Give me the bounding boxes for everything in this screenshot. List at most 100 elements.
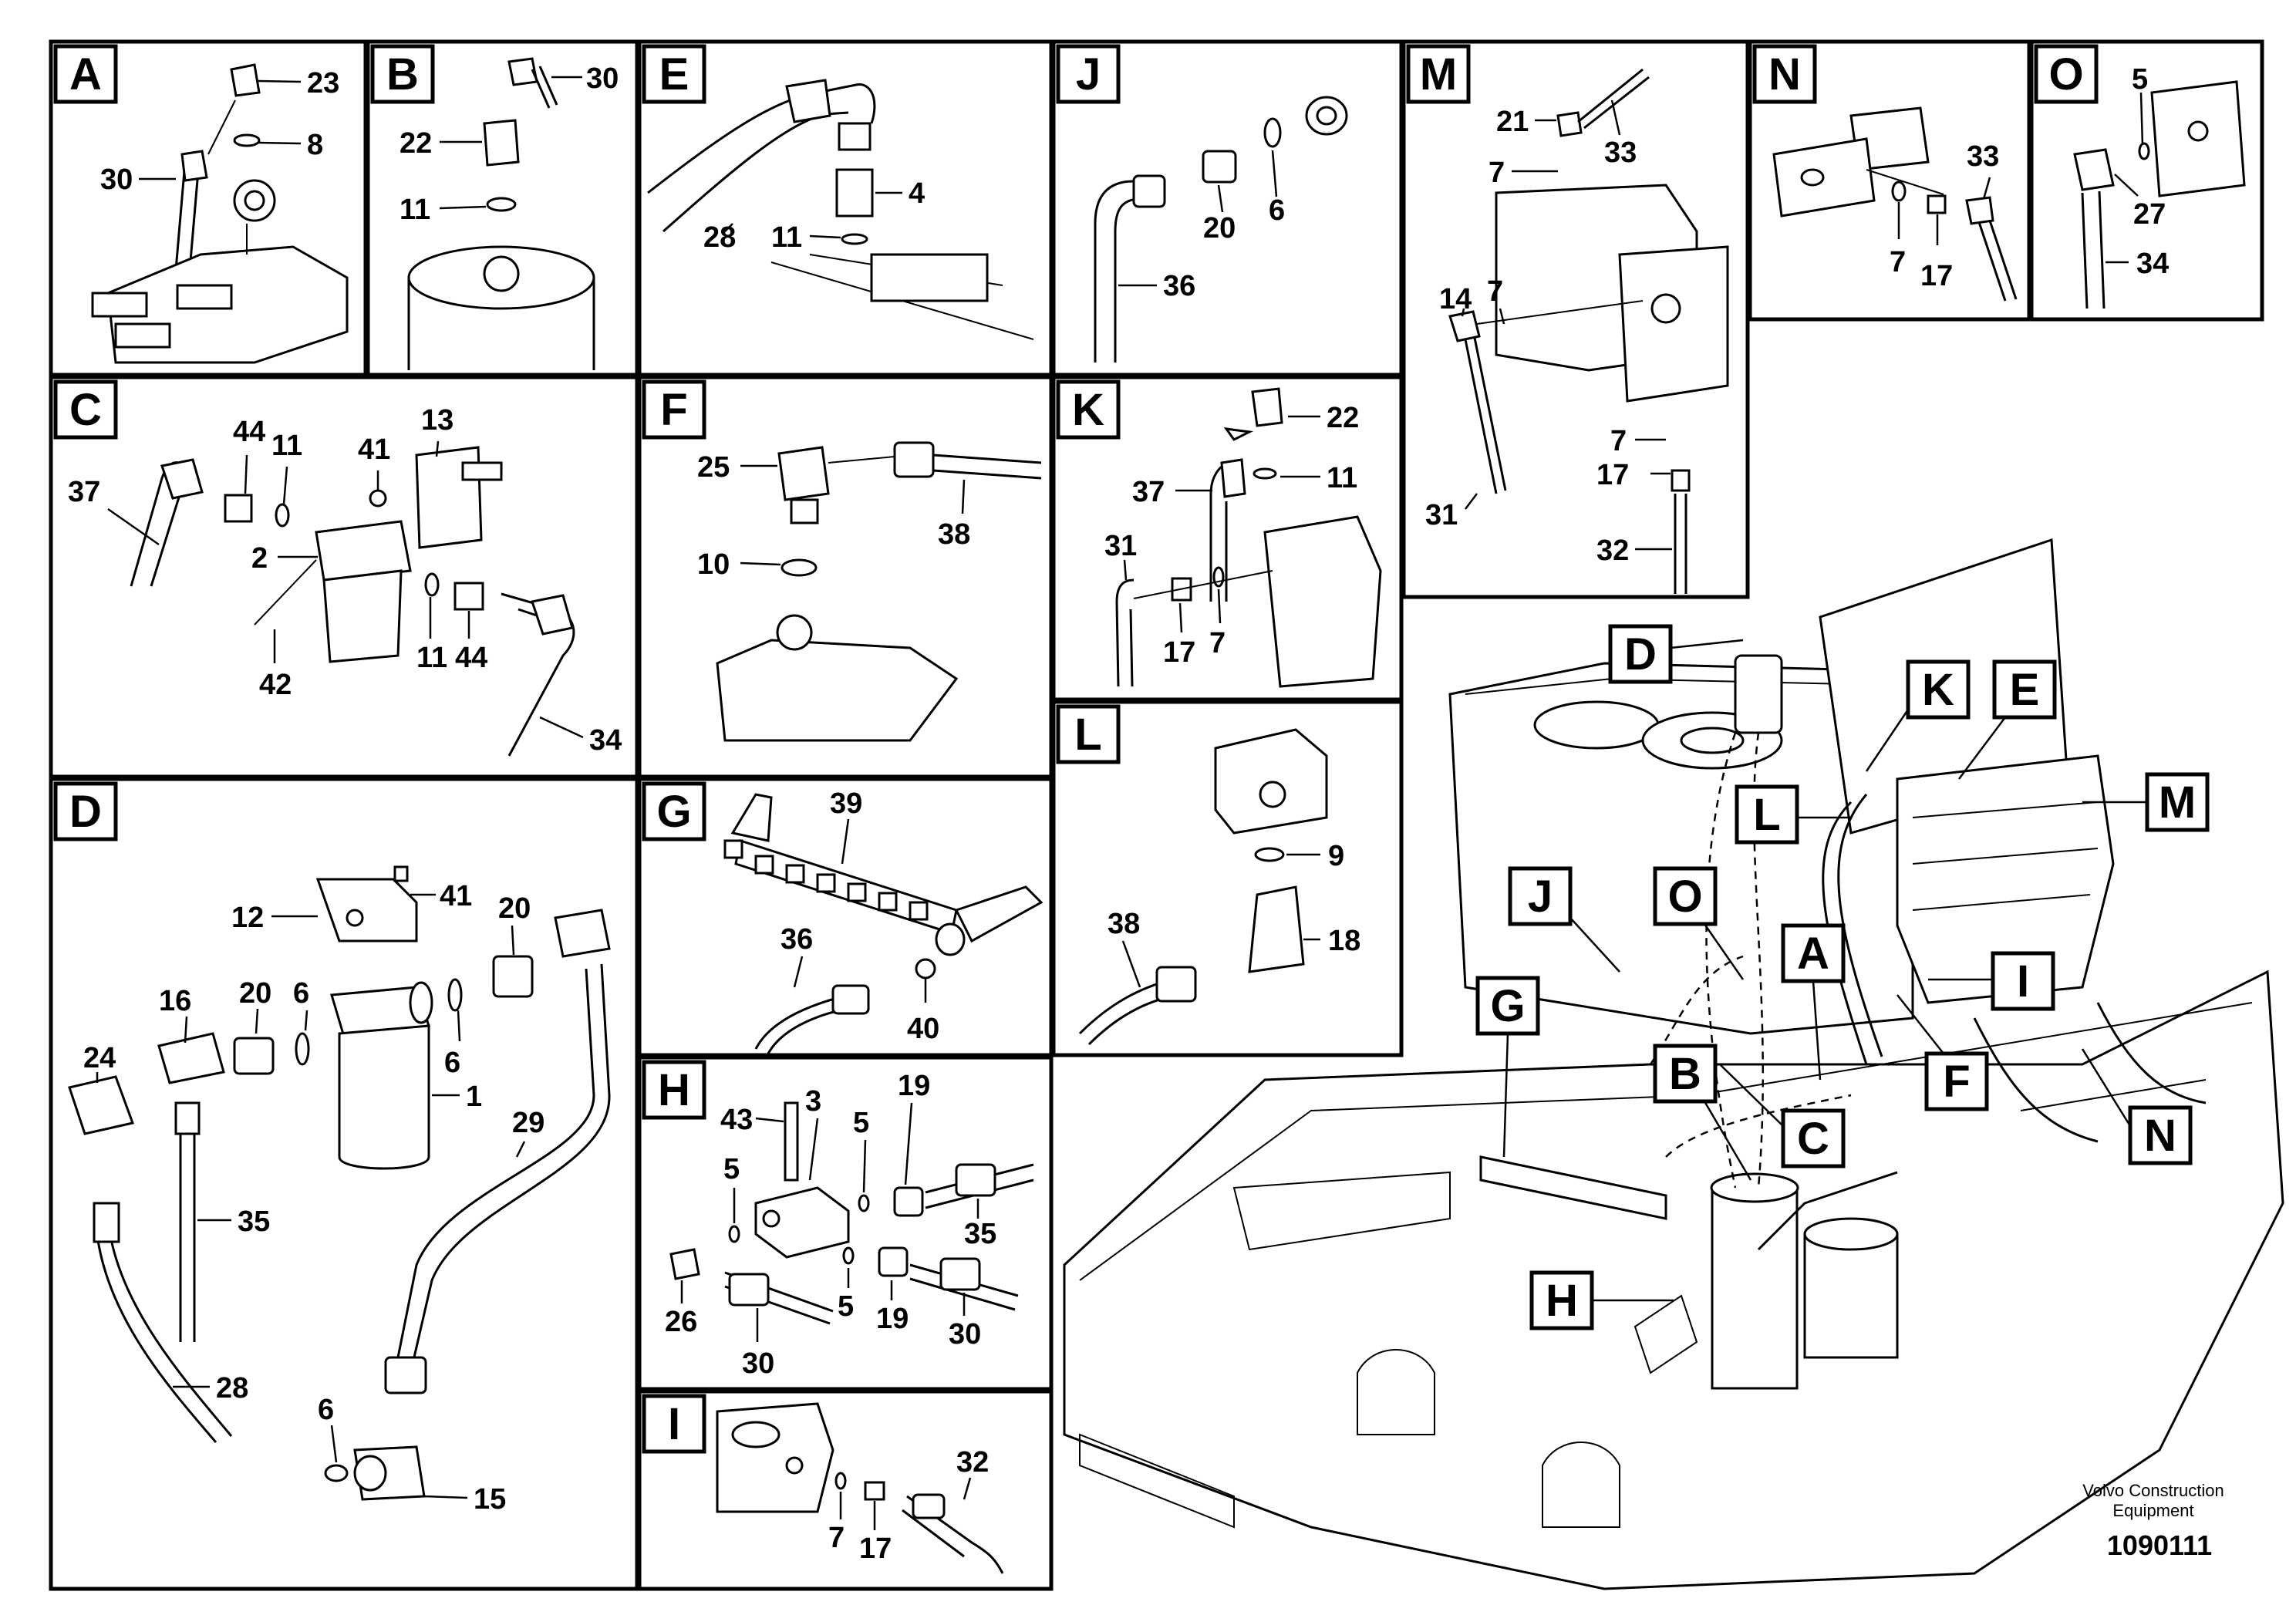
overview-tag-k: K [1922,665,1954,715]
callout: 8 [307,129,323,161]
panel-m-drawing [1448,68,1729,594]
callout: 7 [1890,246,1906,278]
panel-i-tag: I [668,1399,680,1449]
panel-h-drawing [669,1101,1034,1325]
panel-j-drawing [1094,96,1348,363]
panel-b: B 30 22 11 [366,39,639,377]
callout: 42 [259,669,292,701]
panel-e: E 4 11 28 [637,39,1054,377]
callout: 28 [216,1372,248,1404]
panel-o: O 5 27 34 [2029,39,2264,322]
panel-o-tag: O [2048,49,2083,99]
callout: 34 [2136,248,2169,280]
panel-c: C 44 11 41 13 37 2 42 [49,375,639,779]
callout: 38 [938,518,970,551]
callout: 44 [233,416,265,448]
panel-n: N 33 7 17 [1748,39,2031,322]
overview-tag-n: N [2144,1111,2176,1161]
panel-j-tag: J [1076,49,1101,99]
callout: 5 [2132,63,2148,96]
callout: 35 [964,1218,996,1250]
panel-k: K 22 37 11 31 17 7 [1051,375,1404,702]
callout: 17 [1596,459,1629,491]
panel-j: J 20 6 36 [1051,39,1404,377]
overview-tag-m: M [2159,777,2196,828]
callout: 2 [251,542,268,575]
panel-d: D 12 41 2 [49,777,639,1591]
callout: 32 [1596,534,1629,567]
callout: 41 [440,880,472,912]
panel-b-tag: B [386,49,419,99]
callout: 17 [1163,636,1195,669]
callout: 30 [100,164,133,196]
callout: 32 [956,1446,989,1479]
callout: 36 [1163,270,1195,302]
panel-g: G 39 36 40 [637,777,1054,1057]
callout: 15 [474,1483,506,1516]
overview-tag-i: I [2017,956,2029,1007]
callout: 31 [1425,499,1458,531]
callout: 44 [455,642,487,674]
overview-tag-l: L [1753,790,1780,840]
callout: 11 [400,194,430,226]
callout: 40 [907,1013,939,1045]
overview-tag-g: G [1490,981,1525,1031]
footer: Volvo Construction Equipment 1090111 [2082,1481,2224,1561]
overview-tag-o: O [1667,872,1702,922]
panel-a-tag: A [69,49,102,99]
panel-i-drawing [716,1402,1004,1574]
callout: 5 [853,1107,869,1139]
callout: 11 [271,430,302,462]
callout: 4 [909,177,925,210]
callout: 7 [1487,275,1503,308]
callout: 22 [400,127,432,160]
panel-k-tag: K [1072,385,1104,435]
callout: 6 [1269,194,1285,227]
credit-line1: Volvo Construction [2082,1481,2224,1500]
callout: 11 [771,221,802,254]
panel-l-drawing [1078,728,1328,1046]
overview-tag-d: D [1624,629,1657,679]
callout: 7 [828,1522,845,1554]
callout: 9 [1328,840,1344,872]
callout: 18 [1328,925,1360,957]
callout: 6 [318,1394,334,1426]
credit-line2: Equipment [2112,1501,2193,1520]
panel-m: M 21 33 7 14 7 31 7 17 32 [1401,39,1750,599]
callout: 3 [805,1085,821,1118]
panel-a-drawing [91,63,349,364]
panel-d-tag: D [69,787,102,837]
callout: 23 [307,67,339,99]
callout: 11 [1327,462,1357,494]
panel-k-drawing [1115,387,1382,688]
panel-b-drawing [407,57,595,370]
panel-f-tag: F [660,385,687,435]
panel-f-drawing [716,441,1042,742]
panel-g-tag: G [656,787,691,837]
panel-g-drawing [723,793,1043,1054]
callout: 11 [416,642,447,674]
overview-tag-a: A [1797,929,1829,979]
callout: 7 [1209,627,1226,659]
callout: 19 [898,1070,930,1102]
panel-h-tag: H [658,1065,690,1115]
overview-tag-j: J [1528,872,1553,922]
callout: 29 [512,1107,544,1139]
document-number: 1090111 [2107,1529,2212,1561]
callout: 31 [1104,530,1137,562]
panel-h: H 43 3 19 5 5 35 5 [637,1055,1054,1391]
callout: 17 [1920,260,1953,292]
callout: 30 [586,62,619,95]
callout: 26 [665,1306,697,1338]
callout: 39 [830,787,862,820]
overview-tag-c: C [1797,1114,1829,1164]
panel-n-drawing [1772,106,2018,302]
callout: 6 [293,977,309,1010]
callout: 27 [2133,198,2166,231]
panel-i: I 32 7 17 [637,1389,1054,1591]
callout: 37 [68,476,100,508]
callout: 43 [720,1104,753,1136]
callout: 13 [421,404,453,437]
overview-tag-f: F [1943,1057,1970,1107]
